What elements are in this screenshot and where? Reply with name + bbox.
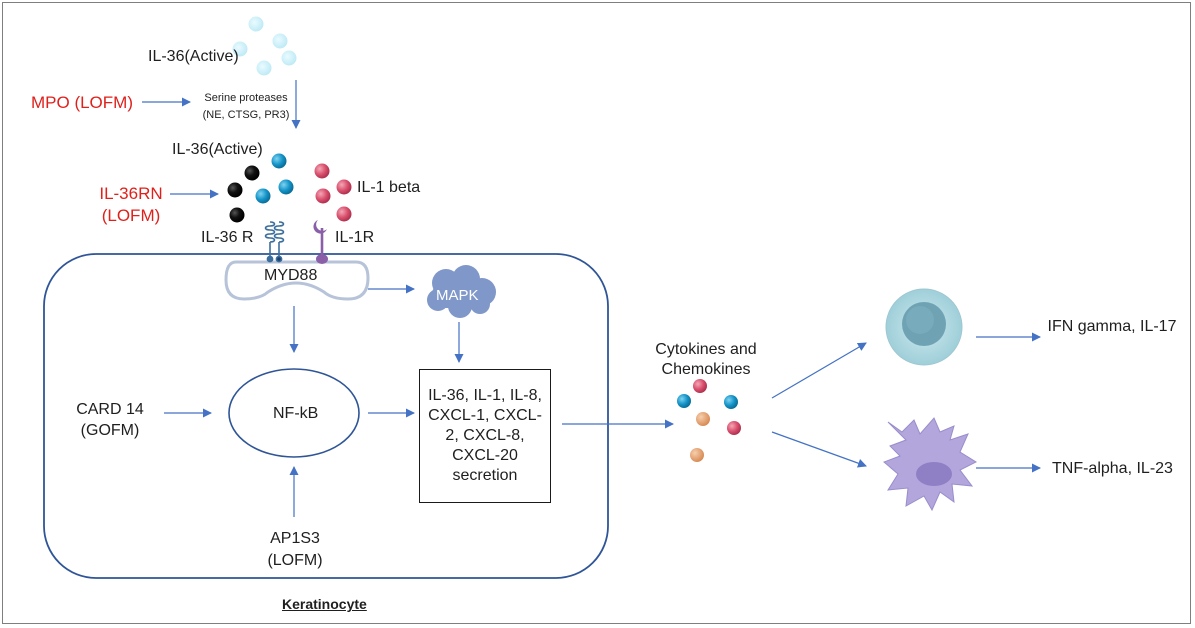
cytokine-dot-icon <box>677 379 741 462</box>
card14-label: CARD 14 (GOFM) <box>62 399 158 441</box>
il36-receptor-label: IL-36 R <box>201 229 254 246</box>
il36rn-label: IL-36RN (LOFM) <box>96 183 166 227</box>
arrow-to-dendritic <box>771 431 867 468</box>
myd88-label: MYD88 <box>264 267 318 284</box>
card14-line-2: (GOFM) <box>80 422 140 439</box>
nfkb-ellipse <box>228 368 360 458</box>
il1-receptor-label: IL-1R <box>335 229 375 246</box>
ap1s3-label: AP1S3 (LOFM) <box>250 528 340 572</box>
il36rn-antagonist-dot-icon <box>227 165 260 223</box>
mapk-cloud-icon <box>427 265 496 318</box>
secretion-box: IL-36, IL-1, IL-8, CXCL-1, CXCL-2, CXCL-… <box>419 369 551 503</box>
keratinocyte-cell <box>43 253 609 579</box>
ifn-label: IFN gamma, IL-17 <box>1047 318 1177 335</box>
ap1s3-line-1: AP1S3 <box>270 530 320 547</box>
t-cell-icon <box>885 288 963 366</box>
il36-receptor-icon <box>264 221 285 263</box>
serine-proteases-label: Serine proteases (NE, CTSG, PR3) <box>190 91 302 122</box>
il1-receptor-icon <box>313 220 328 264</box>
keratinocyte-caption: Keratinocyte <box>282 596 367 612</box>
serine-line-2: (NE, CTSG, PR3) <box>202 109 290 121</box>
il1-beta-label: IL-1 beta <box>357 179 421 196</box>
il36-active-top-label: IL-36(Active) <box>148 48 239 65</box>
card14-line-1: CARD 14 <box>76 401 144 418</box>
il36-active-mid-label: IL-36(Active) <box>172 141 263 158</box>
il1-beta-dot-icon <box>314 163 352 222</box>
cytokines-line-1: Cytokines and <box>655 341 757 358</box>
il36rn-line-1: IL-36RN <box>99 184 163 203</box>
cytokines-label: Cytokines and Chemokines <box>640 340 772 380</box>
il36-ligand-dot-icon <box>255 153 294 204</box>
secretion-label: IL-36, IL-1, IL-8, CXCL-1, CXCL-2, CXCL-… <box>428 387 542 484</box>
mapk-label: MAPK <box>436 287 479 304</box>
ap1s3-line-2: (LOFM) <box>267 552 323 569</box>
myd88-adaptor-icon <box>224 260 370 301</box>
nfkb-label: NF-kB <box>273 405 319 422</box>
tnf-label: TNF-alpha, IL-23 <box>1052 460 1173 477</box>
il36rn-line-2: (LOFM) <box>101 206 161 225</box>
dendritic-cell-icon <box>883 417 978 512</box>
mpo-label: MPO (LOFM) <box>31 93 133 112</box>
pale-ligand-dot-icon <box>232 16 297 76</box>
cytokines-line-2: Chemokines <box>661 361 751 378</box>
arrow-to-tcell <box>771 342 867 399</box>
serine-line-1: Serine proteases <box>204 92 288 104</box>
